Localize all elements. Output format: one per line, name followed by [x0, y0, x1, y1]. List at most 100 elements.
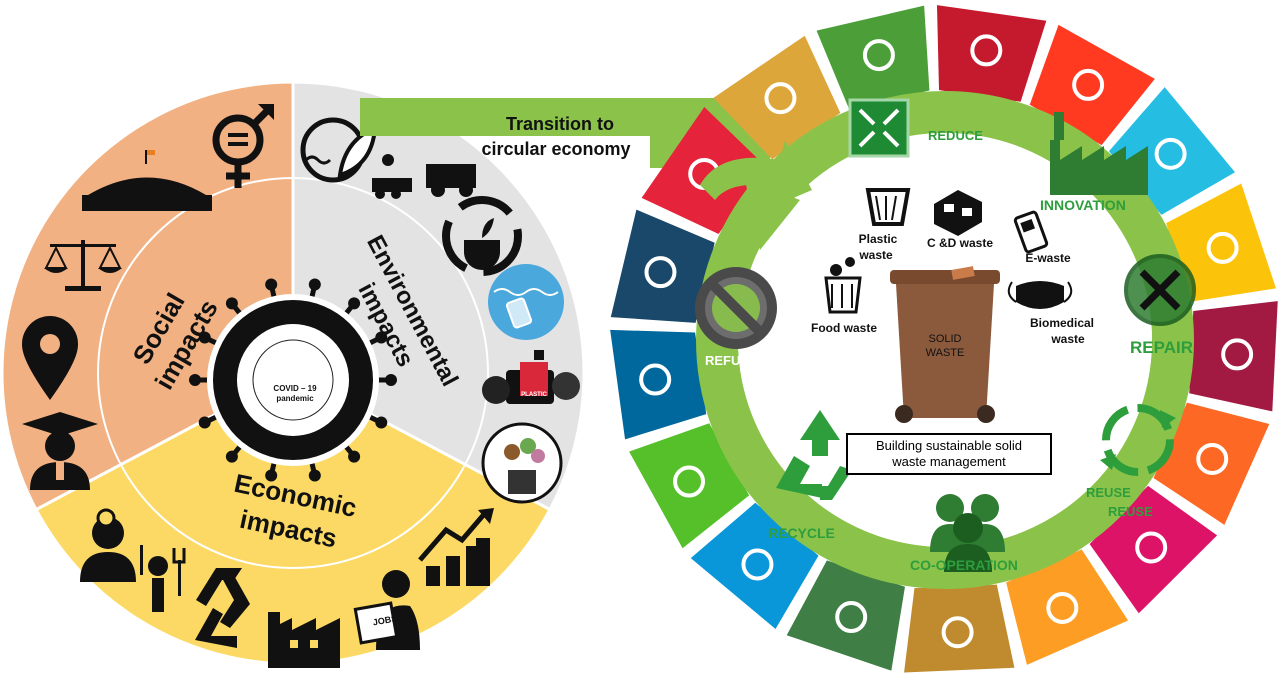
mobile-phone-icon: [1013, 210, 1049, 254]
sdg-tile-icon: [1072, 68, 1105, 101]
virus-spike-tip: [375, 331, 388, 344]
sdg-tile-icon: [644, 256, 677, 289]
jobs-label: JOBS: [372, 613, 398, 627]
sdg-tile-icon: [673, 465, 706, 498]
parliament-icon: [82, 150, 212, 211]
virus-spike-tip: [198, 416, 211, 429]
climate-icon: [300, 117, 378, 183]
sdg-tile: [816, 5, 930, 110]
covid-label-line1: COVID – 19: [273, 384, 317, 393]
caption-box: Building sustainable solid waste managem…: [846, 433, 1052, 475]
ring-arrow: [700, 140, 812, 208]
sdg-tile-icon: [835, 601, 868, 634]
trident-person-icon: [140, 545, 186, 612]
sdg-tile: [904, 584, 1015, 673]
social-icons: [22, 104, 274, 490]
solid-waste-label-2: WASTE: [926, 347, 965, 359]
covid-label-line2: pandemic: [276, 394, 314, 403]
repair-label: REPAIR: [1130, 338, 1193, 357]
sdg-tile-icon: [764, 82, 797, 115]
solid-waste-label-1: SOLID: [928, 333, 961, 345]
innovation-symbol: [1050, 112, 1148, 195]
innovation-label: INNOVATION: [1040, 197, 1126, 213]
sdg-tile-icon: [862, 39, 895, 72]
virus-spike-tip: [375, 416, 388, 429]
sdg-tile-icon: [741, 548, 774, 581]
sdg-tile: [713, 35, 841, 160]
sdg-tile: [786, 560, 905, 671]
concrete-block-icon: [934, 190, 982, 236]
covid-virus-icon: [189, 278, 397, 482]
transition-label-line1: Transition to: [506, 114, 614, 134]
wheelie-bin-icon: [890, 266, 1000, 423]
biomedical-waste-label-1: Biomedical: [1030, 316, 1094, 330]
sdg-tile: [610, 329, 707, 440]
food-waste-bin-icon: [481, 422, 563, 504]
graduate-icon: [22, 412, 98, 490]
caption-line-2: waste management: [892, 454, 1006, 469]
virus-spike-tip: [308, 278, 321, 291]
cooperation-people-icon: [930, 494, 1005, 572]
virus-spike-tip: [348, 297, 361, 310]
sdg-tile: [690, 502, 819, 629]
reduce-symbol: [848, 98, 910, 158]
sdg-tile: [629, 423, 750, 549]
sdg-tile-icon: [1196, 442, 1229, 475]
mining-truck-icon: [372, 154, 476, 199]
location-pin-icon: [22, 316, 78, 400]
face-mask-icon: [1007, 281, 1073, 309]
sdg-tile: [1153, 402, 1270, 525]
plastic-label: PLASTIC: [521, 392, 547, 398]
plastic-basket-icon: [865, 188, 911, 226]
sdg-tile: [610, 209, 715, 323]
plastic-waste-label-2: waste: [858, 248, 893, 262]
cooperation-label: CO-OPERATION: [910, 557, 1018, 573]
e-waste-label: E-waste: [1025, 251, 1071, 265]
sdg-tile: [1006, 549, 1129, 665]
virus-spike-tip: [189, 374, 201, 386]
scales-of-justice-icon: [44, 240, 122, 291]
virus-spike-tip: [225, 450, 238, 463]
impacts-wheel: COVID – 19 pandemic Social impacts Envir…: [0, 80, 586, 668]
virus-spike-tip: [308, 469, 321, 482]
sdg-tile-icon: [1221, 338, 1254, 371]
virus-spike-tip: [265, 469, 278, 482]
sdg-tile-icon: [639, 363, 672, 396]
refuse-prohibited-icon: [695, 267, 777, 349]
sdg-tile: [1189, 301, 1278, 412]
thinking-person-icon: [80, 508, 136, 582]
reuse-label-1: REUSE: [1086, 485, 1131, 500]
recycle-label: RECYCLE: [768, 525, 835, 541]
caption-line-1: Building sustainable solid: [876, 438, 1022, 453]
reuse-cycle-icon: [1100, 404, 1176, 476]
jobs-newspaper-icon: JOBS: [353, 570, 420, 650]
sdg-tile-icon: [1046, 591, 1079, 624]
virus-spike-tip: [348, 450, 361, 463]
ocean-plastic-icon: [488, 264, 564, 340]
factory-icon: [268, 612, 340, 668]
sdg-tile: [641, 106, 766, 234]
food-scraps-bin-icon: [824, 257, 862, 314]
recycle-icon: [195, 568, 250, 648]
virus-spike-tip: [385, 374, 397, 386]
water-cycle-icon: [442, 196, 522, 276]
virus-spike-tip: [225, 297, 238, 310]
environmental-icons: PLASTIC: [300, 117, 580, 504]
reuse-label-2: REUSE: [1108, 504, 1153, 519]
gender-equality-icon: [212, 104, 274, 188]
virus-spike-tip: [265, 278, 278, 291]
virus-spike-tip: [198, 331, 211, 344]
recycle-symbol-icon: [776, 410, 852, 500]
food-waste-label: Food waste: [811, 321, 877, 335]
growth-chart-icon: [418, 508, 494, 586]
transition-label-line2: circular economy: [481, 139, 630, 159]
sdg-tile-icon: [941, 616, 974, 649]
sdg-tile: [1166, 183, 1276, 302]
economic-icons: JOBS: [80, 508, 494, 668]
plastic-waste-label-1: Plastic: [859, 232, 898, 246]
sdg-tile-icon: [970, 34, 1003, 67]
sdg-tile: [936, 5, 1047, 102]
cd-waste-label: C &D waste: [927, 236, 993, 250]
